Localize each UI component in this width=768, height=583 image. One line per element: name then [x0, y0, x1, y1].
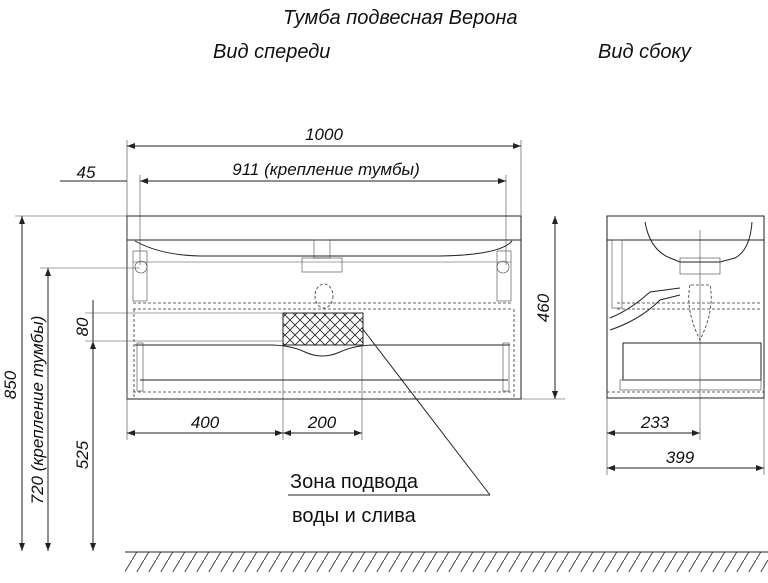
side-view: [606, 215, 765, 440]
dim-zone-width: 200: [307, 413, 337, 432]
dimension-lines: [19, 143, 764, 551]
front-view-label: Вид спереди: [213, 41, 330, 63]
annotation-line1: Зона подвода: [290, 471, 419, 493]
floor-hatch: [125, 551, 768, 572]
dim-total-height: 850: [1, 370, 20, 399]
side-view-label: Вид сбоку: [598, 41, 692, 63]
dim-zone-size: 80: [73, 317, 92, 336]
dim-depth: 399: [666, 448, 695, 467]
dim-body-height: 460: [534, 293, 553, 322]
dim-total-width: 1000: [305, 125, 343, 144]
dim-zone-height: 525: [73, 440, 92, 469]
dim-side-offset: 233: [640, 413, 670, 432]
drawing-title: Тумба подвесная Верона: [283, 7, 517, 29]
front-view: [126, 215, 522, 400]
annotation-line2: воды и слива: [292, 505, 417, 527]
dim-mount-width: 911 (крепление тумбы): [232, 160, 419, 179]
leader-line: [361, 327, 491, 496]
dim-zone-offset: 400: [191, 413, 220, 432]
dim-mount-height: 720 (крепление тумбы): [28, 316, 47, 505]
extension-lines: [15, 140, 765, 475]
dim-offset-left: 45: [77, 163, 96, 182]
